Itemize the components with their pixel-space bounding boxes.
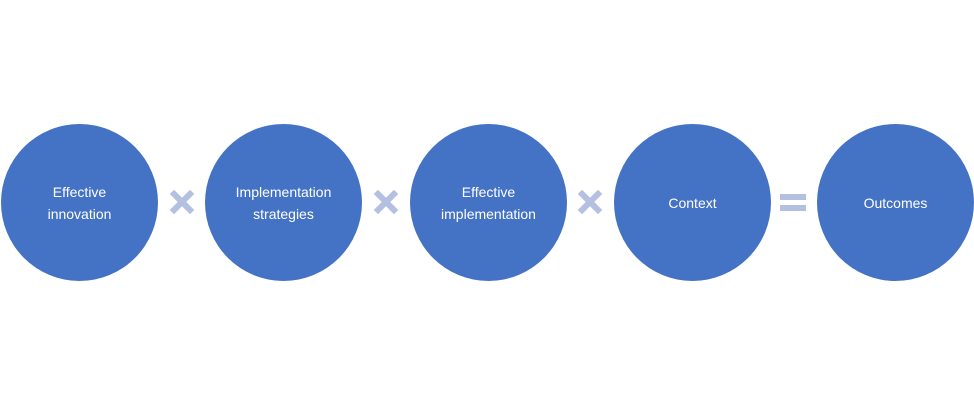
node-label: Implementation strategies [235,183,332,222]
multiply-icon [373,189,399,215]
node-label: Effective innovation [47,183,112,222]
multiply-shape [169,189,195,215]
multiply-icon [577,189,603,215]
node-label: Outcomes [863,194,928,211]
node-implementation-strategies: Implementation strategies [205,124,362,281]
node-outcomes: Outcomes [817,124,974,281]
equals-icon [780,194,806,211]
node-context: Context [614,124,771,281]
node-effective-innovation: Effective innovation [1,124,158,281]
node-label: Context [668,194,717,211]
multiply-shape [577,189,603,215]
multiply-shape [373,189,399,215]
multiply-icon [169,189,195,215]
node-label: Effective implementation [441,183,536,222]
equals-shape [780,194,806,211]
node-effective-implementation: Effective implementation [410,124,567,281]
